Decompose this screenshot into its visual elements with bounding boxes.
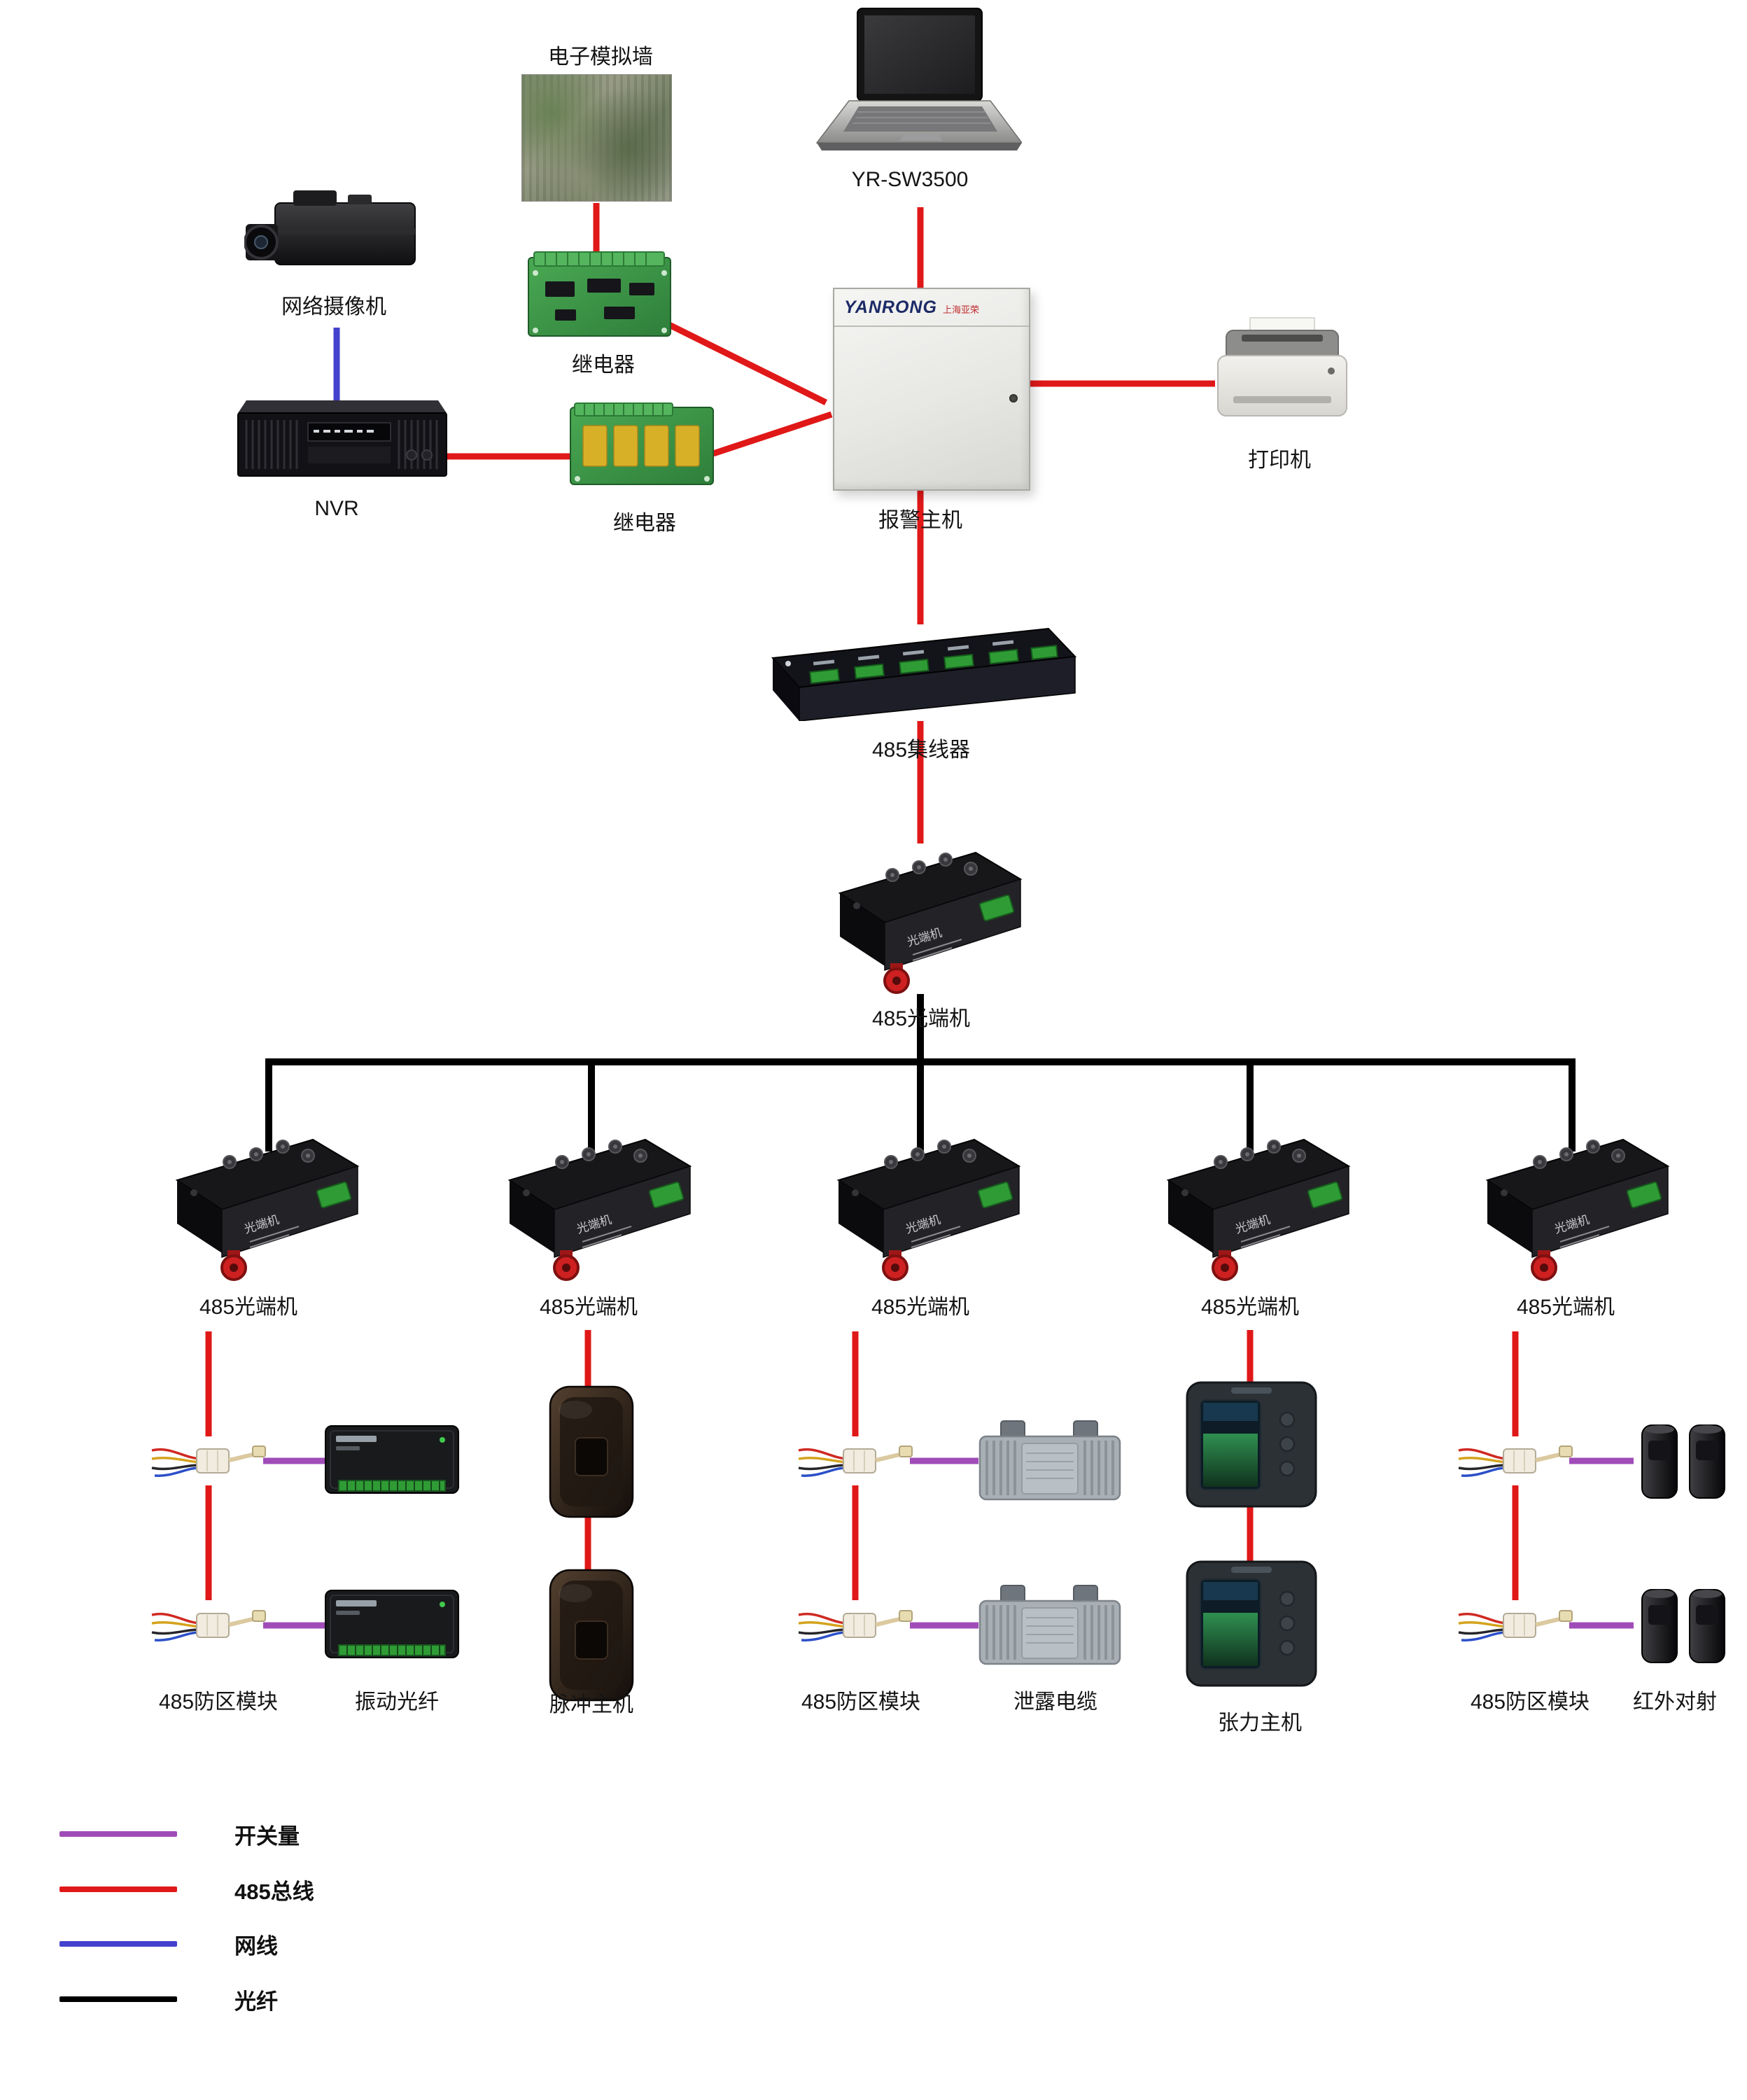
label-printer: 打印机: [1248, 449, 1311, 472]
relay-board-mid: [569, 402, 715, 487]
leaky-cable-device-2: [976, 1583, 1124, 1668]
laptop-device: [815, 7, 1022, 158]
otn-branch5-device: [1468, 1126, 1671, 1283]
otn-branch1-device: [157, 1126, 360, 1283]
otn-main-device: [820, 839, 1023, 996]
ir-beam-pair-2: [1631, 1584, 1736, 1667]
vibration-fiber-box-1: [323, 1423, 461, 1499]
legend-label-switch: 开关量: [234, 1823, 300, 1849]
camera-device: [244, 188, 419, 277]
label-nvr: NVR: [314, 497, 359, 520]
label-b2-pulse-host: 脉冲主机: [549, 1693, 633, 1716]
zone-module-b1-1: [149, 1429, 268, 1492]
alarm-keyhole: [1009, 394, 1018, 402]
leaky-cable-device-1: [976, 1418, 1124, 1504]
pulse-host-2: [546, 1568, 637, 1702]
label-b1-zone-module: 485防区模块: [158, 1690, 279, 1714]
legend-row-switch: 开关量: [59, 1820, 300, 1849]
relay-board-top: [527, 251, 672, 339]
label-b5-zone-module: 485防区模块: [1470, 1690, 1590, 1714]
label-otn-branch1: 485光端机: [199, 1296, 298, 1319]
legend-label-fiber: 光纤: [234, 1989, 278, 2014]
zone-module-b3-2: [796, 1594, 915, 1657]
label-b4-tension-host: 张力主机: [1218, 1712, 1302, 1735]
legend-swatch-network: [59, 1941, 177, 1947]
label-b5-ir-beam: 红外对射: [1633, 1690, 1717, 1714]
pulse-host-1: [546, 1385, 637, 1519]
zone-module-b5-2: [1456, 1594, 1575, 1657]
nvr-device: [231, 399, 449, 480]
tension-host-2: [1185, 1560, 1318, 1688]
label-otn-branch3: 485光端机: [871, 1296, 970, 1319]
label-hub485: 485集线器: [871, 738, 971, 762]
alarm-brand-text: YANRONG: [844, 298, 937, 317]
hub485-device: [764, 622, 1078, 721]
otn-branch2-device: [490, 1126, 693, 1283]
legend-label-network: 网线: [234, 1933, 278, 1959]
label-alarm-host: 报警主机: [878, 509, 962, 532]
sim-wall-image: [521, 74, 672, 202]
legend-swatch-fiber: [59, 1996, 177, 2002]
ir-beam-pair-1: [1631, 1420, 1736, 1502]
label-laptop: YR-SW3500: [851, 168, 969, 191]
label-otn-main: 485光端机: [871, 1007, 971, 1030]
legend-row-fiber: 光纤: [59, 1985, 278, 2014]
wire-relay2-alarm: [712, 411, 833, 457]
zone-module-b3-1: [796, 1429, 915, 1492]
label-b1-vibration-fiber: 振动光纤: [355, 1690, 439, 1714]
legend-swatch-switch: [59, 1831, 177, 1837]
label-relay-top: 继电器: [572, 354, 635, 377]
tension-host-1: [1185, 1380, 1318, 1508]
alarm-brand: YANRONG 上海亚荣: [844, 298, 979, 318]
label-relay-mid: 继电器: [613, 512, 676, 535]
alarm-door-seam: [834, 326, 1029, 327]
zone-module-b1-2: [149, 1594, 268, 1657]
label-otn-branch4: 485光端机: [1200, 1296, 1300, 1319]
otn-branch3-device: [819, 1126, 1022, 1283]
label-sim-wall: 电子模拟墙: [548, 46, 653, 69]
otn-branch4-device: [1149, 1126, 1352, 1283]
alarm-brand-cn-text: 上海亚荣: [942, 304, 979, 315]
label-b3-leaky-cable: 泄露电缆: [1013, 1690, 1097, 1714]
zone-module-b5-1: [1456, 1429, 1575, 1492]
label-otn-branch5: 485光端机: [1516, 1296, 1615, 1319]
label-otn-branch2: 485光端机: [539, 1296, 638, 1319]
alarm-host-device: YANRONG 上海亚荣: [833, 288, 1030, 491]
label-b3-zone-module: 485防区模块: [801, 1690, 921, 1714]
legend-row-network: 网线: [59, 1930, 278, 1959]
legend-label-485bus: 485总线: [234, 1879, 314, 1904]
legend-swatch-485bus: [59, 1886, 177, 1892]
printer-device: [1214, 316, 1351, 421]
legend-row-485bus: 485总线: [59, 1875, 314, 1904]
wire-relay-alarm: [655, 315, 827, 406]
vibration-fiber-box-2: [323, 1588, 461, 1663]
label-camera: 网络摄像机: [281, 295, 386, 318]
